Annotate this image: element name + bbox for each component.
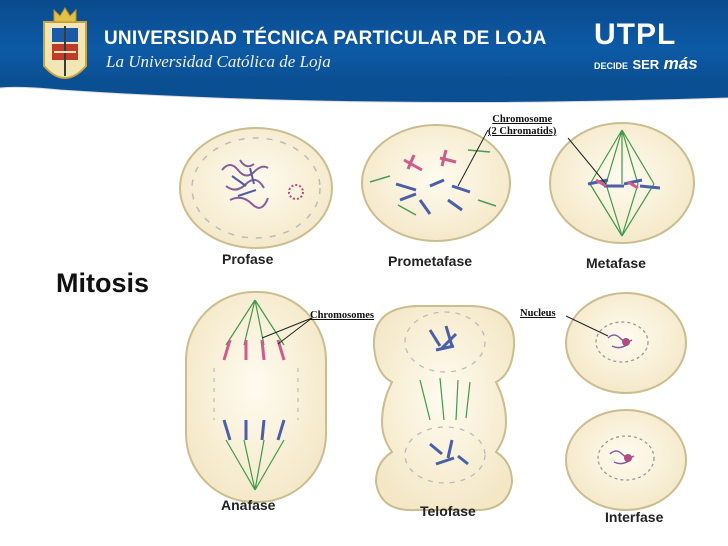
label-prometafase: Prometafase <box>388 253 472 269</box>
cell-prometafase <box>362 125 510 241</box>
cell-metafase <box>550 123 694 243</box>
callout-chromosome-line1: Chromosome <box>488 114 556 126</box>
callout-chromosome: Chromosome (2 Chromatids) <box>488 114 556 138</box>
label-metafase: Metafase <box>586 255 646 271</box>
callout-chromosomes: Chromosomes <box>310 310 374 322</box>
label-profase: Profase <box>222 251 273 267</box>
label-telofase: Telofase <box>420 503 476 519</box>
cell-interfase-top <box>566 293 686 393</box>
cell-telofase <box>374 306 514 510</box>
callout-chromosome-line2: (2 Chromatids) <box>488 126 556 138</box>
cell-profase <box>180 128 332 248</box>
callout-nucleus: Nucleus <box>520 308 556 320</box>
cell-interfase-bottom <box>566 410 686 510</box>
label-anafase: Anafase <box>221 497 275 513</box>
label-interfase: Interfase <box>605 509 663 525</box>
